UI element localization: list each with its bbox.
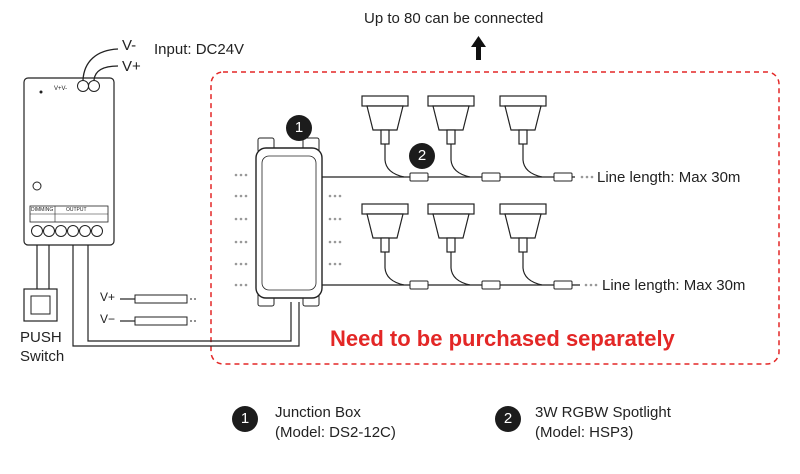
legend-name-spotlight: 3W RGBW Spotlight <box>535 404 671 421</box>
port-dots-left <box>234 173 248 287</box>
spotlight-row-top <box>361 95 547 145</box>
controller-terminal-label: V+V- <box>54 86 68 92</box>
controller <box>23 77 115 246</box>
legend-name-junction-box: Junction Box <box>275 404 361 421</box>
wire-v-plus-label: V+ <box>100 290 116 304</box>
spotlight-row-bottom <box>361 203 547 253</box>
wire-v-minus-label: V− <box>100 312 116 326</box>
legend-badge-one: 1 <box>232 406 258 432</box>
top-note: Up to 80 can be connected <box>364 10 544 27</box>
wire-ends <box>120 294 196 326</box>
legend-model-junction-box: (Model: DS2-12C) <box>275 424 396 441</box>
input-label: Input: DC24V <box>154 41 245 58</box>
legend-model-spotlight: (Model: HSP3) <box>535 424 634 441</box>
badge-two: 2 <box>409 143 435 169</box>
power-wire-minus <box>82 48 119 81</box>
up-arrow-icon <box>471 36 486 60</box>
purchase-separately-region <box>210 71 780 365</box>
v-plus-label: V+ <box>122 58 141 75</box>
purchase-separately-note: Need to be purchased separately <box>330 326 675 351</box>
power-wire-plus <box>93 65 119 81</box>
badge-one: 1 <box>286 115 312 141</box>
line-length-top: Line length: Max 30m <box>597 169 741 186</box>
port-dots-right <box>328 194 342 266</box>
v-minus-label: V- <box>122 37 137 54</box>
junction-box <box>255 137 323 307</box>
controller-dimming-label: DIMMING <box>31 207 54 213</box>
line-length-bottom: Line length: Max 30m <box>602 277 746 294</box>
push-switch-label: PUSH Switch <box>20 329 65 365</box>
controller-output-label: OUTPUT <box>66 207 87 213</box>
push-switch <box>23 288 58 322</box>
legend-badge-two: 2 <box>495 406 521 432</box>
